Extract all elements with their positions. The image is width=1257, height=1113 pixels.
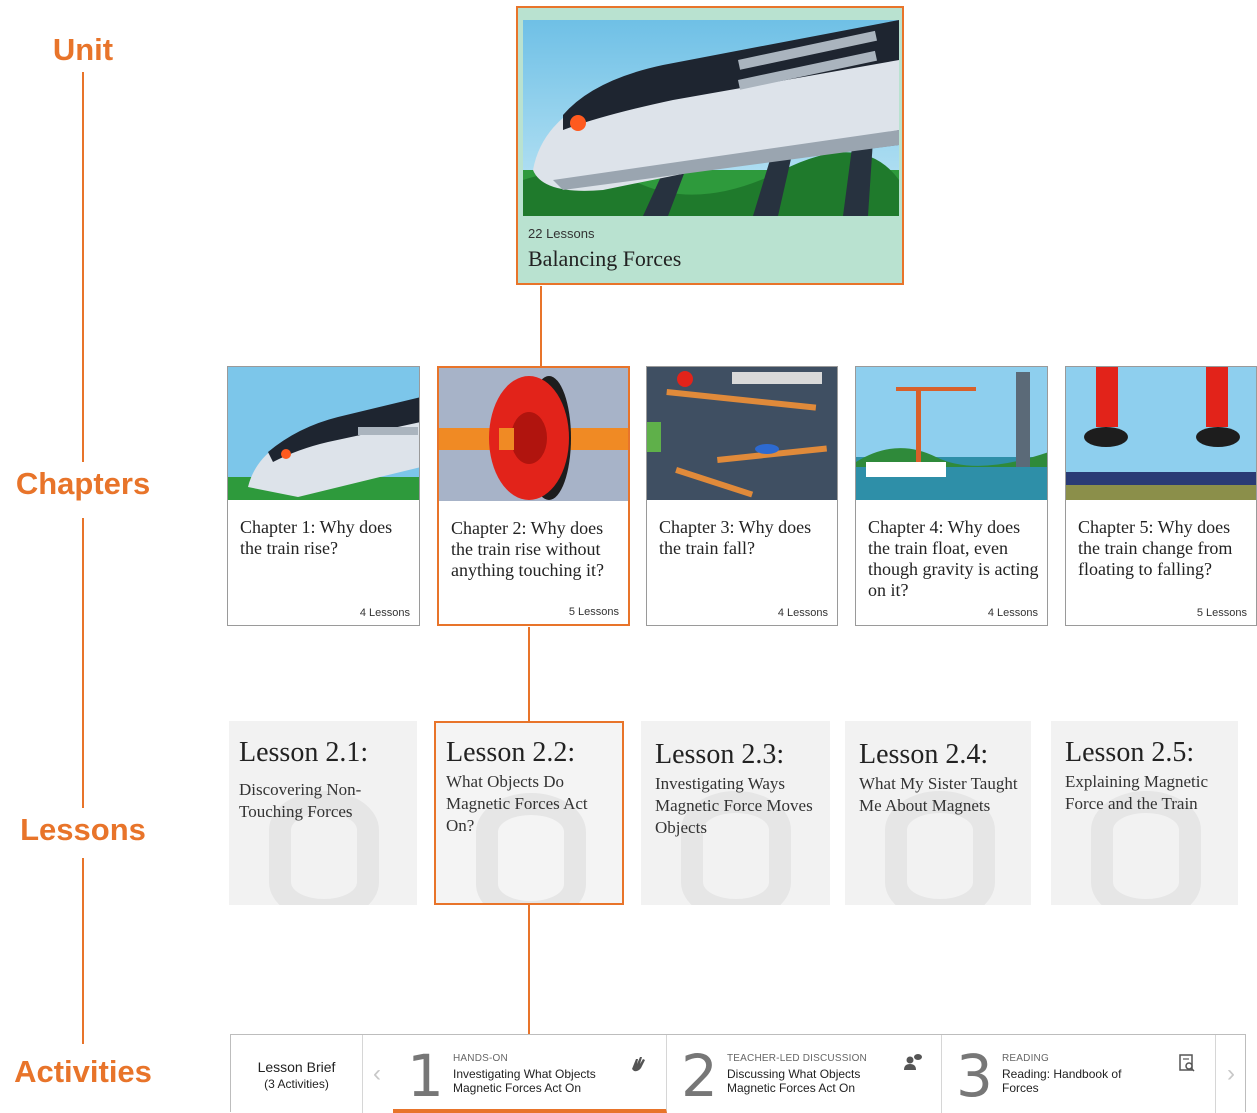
- hierarchy-line-left: [82, 858, 84, 1044]
- unit-title: Balancing Forces: [528, 246, 682, 271]
- activity-item-active[interactable]: 1 HANDS-ON Investigating What Objects Ma…: [393, 1035, 667, 1113]
- activity-type: READING: [1002, 1053, 1049, 1064]
- chapter-image: [856, 367, 1047, 500]
- lesson-number: Lesson 2.2:: [446, 737, 576, 768]
- activity-number: 2: [681, 1042, 718, 1110]
- chapter-title: Chapter 4: Why does the train float, eve…: [868, 517, 1039, 600]
- connector-chapter-lesson: [528, 627, 530, 722]
- chapter-title: Chapter 3: Why does the train fall?: [659, 517, 812, 558]
- chapter-image: [228, 367, 419, 500]
- chapter-image: [439, 368, 628, 501]
- connector-unit-chapter: [540, 286, 542, 366]
- lesson-card[interactable]: Lesson 2.1: Discovering Non-Touching For…: [229, 721, 417, 905]
- lesson-ghost-graphic: [1091, 791, 1201, 905]
- chapter-lessons-count: 5 Lessons: [1196, 607, 1247, 619]
- activity-type: TEACHER-LED DISCUSSION: [727, 1053, 867, 1064]
- chapter-title: Chapter 1: Why does the train rise?: [240, 517, 393, 558]
- lesson-card[interactable]: Lesson 2.3: Investigating Ways Magnetic …: [641, 721, 830, 905]
- activity-name: Investigating What Objects Magnetic Forc…: [453, 1067, 596, 1095]
- chapter-lessons-count: 5 Lessons: [568, 606, 619, 618]
- hierarchy-line-left: [82, 518, 84, 808]
- connector-lesson-activities: [528, 905, 530, 1035]
- level-label-unit: Unit: [52, 32, 114, 67]
- chapter-title: Chapter 5: Why does the train change fro…: [1078, 517, 1233, 579]
- unit-train-illustration: [523, 20, 899, 216]
- lesson-number: Lesson 2.4:: [859, 739, 989, 770]
- activity-name: Reading: Handbook of Forces: [1002, 1067, 1122, 1095]
- lesson-number: Lesson 2.5:: [1065, 737, 1195, 768]
- activities-bar: Lesson Brief (3 Activities) ‹ 1 HANDS-ON…: [230, 1034, 1246, 1113]
- activity-number: 1: [407, 1042, 444, 1110]
- level-label-lessons: Lessons: [20, 812, 146, 847]
- hand-icon: [632, 1057, 645, 1072]
- level-label-activities: Activities: [14, 1054, 152, 1089]
- lesson-card-selected[interactable]: Lesson 2.2: What Objects Do Magnetic For…: [434, 721, 624, 905]
- lesson-brief-title: Lesson Brief: [257, 1059, 336, 1075]
- activity-name: Discussing What Objects Magnetic Forces …: [727, 1067, 861, 1095]
- chapter-card[interactable]: Chapter 3: Why does the train fall? 4 Le…: [646, 366, 838, 626]
- lesson-title: Explaining Magnetic Force and the Train: [1065, 772, 1209, 813]
- chapter-card[interactable]: Chapter 4: Why does the train float, eve…: [855, 366, 1048, 626]
- lesson-title: Investigating Ways Magnetic Force Moves …: [655, 774, 813, 837]
- hierarchy-line-left: [82, 72, 84, 462]
- lesson-ghost-graphic: [269, 791, 379, 905]
- chapter-image: [647, 367, 837, 500]
- lesson-ghost-graphic: [476, 793, 586, 903]
- activity-item[interactable]: 2 TEACHER-LED DISCUSSION Discussing What…: [667, 1035, 942, 1113]
- lesson-card[interactable]: Lesson 2.4: What My Sister Taught Me Abo…: [845, 721, 1031, 905]
- prev-arrow-icon[interactable]: ‹: [373, 1060, 381, 1087]
- lesson-title: Discovering Non-Touching Forces: [239, 780, 362, 821]
- chapter-image: [1066, 367, 1256, 500]
- activity-number: 3: [956, 1042, 993, 1110]
- lesson-brief-count: (3 Activities): [264, 1077, 329, 1091]
- activity-type: HANDS-ON: [453, 1053, 508, 1064]
- chapter-title: Chapter 2: Why does the train rise witho…: [451, 518, 604, 580]
- chapter-lessons-count: 4 Lessons: [987, 607, 1038, 619]
- lesson-number: Lesson 2.1:: [239, 737, 369, 768]
- unit-card[interactable]: 22 Lessons Balancing Forces: [516, 6, 904, 285]
- lesson-card[interactable]: Lesson 2.5: Explaining Magnetic Force an…: [1051, 721, 1238, 905]
- lesson-title: What My Sister Taught Me About Magnets: [859, 774, 1018, 815]
- discussion-icon: [904, 1054, 922, 1070]
- chapter-lessons-count: 4 Lessons: [359, 607, 410, 619]
- chapter-lessons-count: 4 Lessons: [777, 607, 828, 619]
- level-label-chapters: Chapters: [15, 466, 151, 501]
- chapter-card-selected[interactable]: Chapter 2: Why does the train rise witho…: [437, 366, 630, 626]
- lesson-brief[interactable]: Lesson Brief (3 Activities): [231, 1035, 363, 1113]
- chapter-card[interactable]: Chapter 1: Why does the train rise? 4 Le…: [227, 366, 420, 626]
- reading-icon: [1179, 1054, 1195, 1072]
- lesson-number: Lesson 2.3:: [655, 739, 785, 770]
- lesson-ghost-graphic: [681, 791, 791, 905]
- activity-item[interactable]: 3 READING Reading: Handbook of Forces: [942, 1035, 1216, 1113]
- next-arrow-icon[interactable]: ›: [1227, 1060, 1235, 1087]
- lesson-ghost-graphic: [885, 791, 995, 905]
- unit-lessons-count: 22 Lessons: [528, 226, 595, 241]
- lesson-title: What Objects Do Magnetic Forces Act On?: [446, 772, 588, 835]
- chapter-card[interactable]: Chapter 5: Why does the train change fro…: [1065, 366, 1257, 626]
